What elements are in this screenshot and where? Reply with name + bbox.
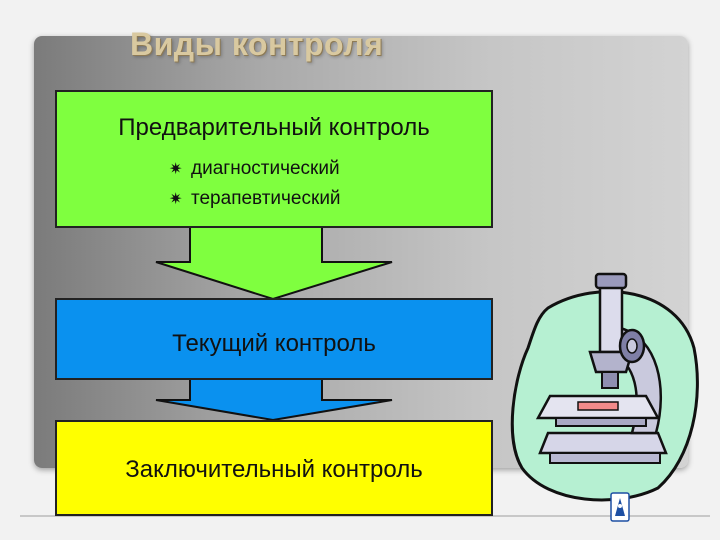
- star-bullet-icon: ✷: [169, 161, 183, 178]
- microscope-illustration: [510, 272, 699, 502]
- preliminary-control-box: Предварительный контроль ✷ диагностическ…: [55, 90, 493, 228]
- bullet-text: терапевтический: [191, 188, 341, 209]
- arrow-blue-down: [155, 377, 393, 422]
- list-item: ✷ диагностический: [169, 154, 341, 184]
- preliminary-control-list: ✷ диагностический ✷ терапевтический: [169, 154, 341, 214]
- current-control-box: Текущий контроль: [55, 298, 493, 380]
- list-item: ✷ терапевтический: [169, 184, 341, 214]
- bullet-text: диагностический: [191, 158, 340, 179]
- logo-emblem-icon: [610, 492, 630, 522]
- star-bullet-icon: ✷: [169, 191, 183, 208]
- preliminary-control-heading: Предварительный контроль: [118, 114, 430, 141]
- arrow-green-down: [155, 225, 393, 301]
- slide-title: Виды контроля: [130, 26, 384, 62]
- current-control-heading: Текущий контроль: [172, 330, 376, 357]
- bottom-divider: [20, 515, 710, 517]
- final-control-heading: Заключительный контроль: [125, 456, 423, 483]
- final-control-box: Заключительный контроль: [55, 420, 493, 516]
